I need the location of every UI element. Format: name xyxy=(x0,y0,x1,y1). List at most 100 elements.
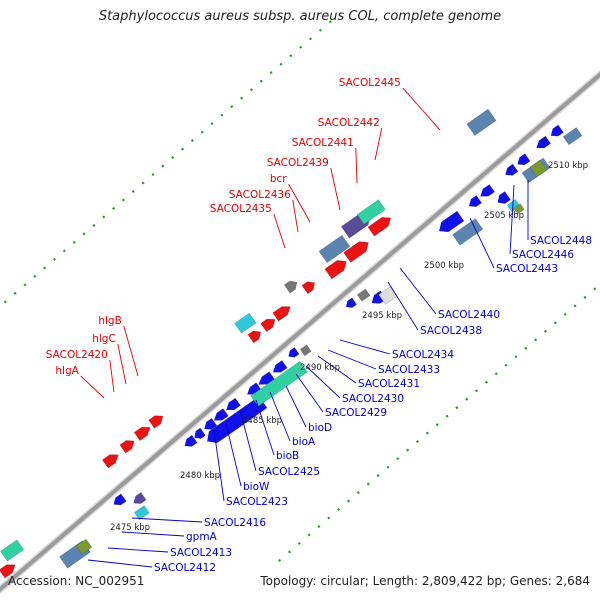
outer-forward-tick xyxy=(259,79,263,83)
outer-forward-tick xyxy=(92,223,96,227)
reverse-gene-label: bioW xyxy=(243,481,270,493)
reverse-leader-line xyxy=(387,281,419,331)
reverse-leader-line xyxy=(131,517,203,523)
reverse-gene-label: SACOL2448 xyxy=(530,235,592,247)
reverse-gene-label: SACOL2413 xyxy=(170,547,232,559)
reverse-gene xyxy=(194,427,206,439)
forward-gene xyxy=(119,440,135,454)
reverse-gene-label: SACOL2423 xyxy=(226,496,288,508)
reverse-leader-line xyxy=(269,391,291,442)
outer-tick-dots xyxy=(3,20,597,562)
forward-gene xyxy=(367,217,392,237)
outer-reverse-tick xyxy=(455,406,459,410)
reverse-gene-label: SACOL2443 xyxy=(496,263,558,275)
outer-reverse-tick xyxy=(425,431,429,435)
forward-gene xyxy=(318,234,351,264)
outer-forward-tick xyxy=(299,45,303,49)
genome-backbone xyxy=(0,69,600,595)
reverse-gene xyxy=(258,371,275,385)
reverse-gene xyxy=(438,210,465,233)
forward-gene xyxy=(0,564,16,579)
forward-gene-label: SACOL2441 xyxy=(292,137,354,149)
reverse-gene-label: SACOL2433 xyxy=(378,364,440,376)
reverse-gene xyxy=(225,397,241,411)
scale-label: 2510 kbp xyxy=(548,161,588,171)
outer-forward-tick xyxy=(141,181,145,185)
outer-forward-tick xyxy=(249,88,253,92)
forward-leader-line xyxy=(330,167,341,211)
forward-gene xyxy=(356,199,386,225)
scale-label: 2505 kbp xyxy=(484,211,524,221)
reverse-gene xyxy=(497,191,511,204)
reverse-leader-line xyxy=(121,531,185,537)
outer-reverse-tick xyxy=(494,372,498,376)
outer-reverse-tick xyxy=(386,465,390,469)
forward-gene-label: SACOL2436 xyxy=(229,189,291,201)
reverse-gene xyxy=(452,218,484,246)
reverse-gene-label: SACOL2440 xyxy=(438,309,500,321)
reverse-leader-line xyxy=(285,385,307,428)
scale-label: 2475 kbp xyxy=(110,523,150,533)
outer-reverse-tick xyxy=(475,389,479,393)
backbone-line xyxy=(0,71,600,593)
forward-gene xyxy=(466,108,497,136)
reverse-leader-line xyxy=(317,355,357,384)
reverse-gene xyxy=(536,135,551,149)
scale-label: 2500 kbp xyxy=(424,261,464,271)
reverse-gene xyxy=(550,124,564,137)
outer-reverse-tick xyxy=(317,524,321,529)
forward-gene-label: SACOL2445 xyxy=(339,77,401,89)
scale-label: 2485 kbp xyxy=(242,416,282,426)
forward-gene-label: hlgC xyxy=(92,333,116,345)
reverse-leader-line xyxy=(87,559,153,568)
outer-forward-tick xyxy=(279,62,283,66)
outer-forward-tick xyxy=(131,189,135,194)
forward-leader-line xyxy=(288,183,311,223)
reverse-gene xyxy=(184,434,198,447)
reverse-gene-label: bioD xyxy=(308,422,332,434)
forward-gene xyxy=(101,454,119,469)
reverse-leader-line xyxy=(239,409,257,472)
topology-summary: Topology: circular; Length: 2,809,422 bp… xyxy=(260,574,590,588)
forward-gene xyxy=(260,318,276,333)
reverse-gene xyxy=(356,288,371,302)
reverse-gene-label: bioB xyxy=(276,450,299,462)
reverse-gene xyxy=(529,159,548,178)
reverse-gene xyxy=(133,492,147,504)
reverse-leader-line xyxy=(255,399,275,456)
reverse-gene xyxy=(113,493,127,506)
forward-leader-line xyxy=(402,87,441,131)
outer-reverse-tick xyxy=(573,304,577,308)
outer-forward-tick xyxy=(121,198,125,202)
reverse-leader-line xyxy=(225,423,242,487)
forward-leader-line xyxy=(117,343,127,385)
gene-features xyxy=(0,108,583,579)
outer-reverse-tick xyxy=(307,533,311,537)
forward-gene-label: SACOL2442 xyxy=(318,117,380,129)
reverse-gene-label: SACOL2431 xyxy=(358,378,420,390)
outer-reverse-tick xyxy=(366,482,370,486)
forward-leader-line xyxy=(374,127,383,161)
forward-leader-line xyxy=(109,359,115,393)
outer-forward-tick xyxy=(23,283,27,287)
outer-reverse-tick xyxy=(504,363,508,367)
outer-forward-tick xyxy=(289,54,293,58)
gene-labels: SACOL2445SACOL2442SACOL2441SACOL2439bcrS… xyxy=(46,77,592,574)
outer-reverse-tick xyxy=(514,355,518,359)
outer-forward-tick xyxy=(269,71,273,75)
outer-reverse-tick xyxy=(396,457,400,461)
reverse-leader-line xyxy=(107,547,169,553)
reverse-gene xyxy=(345,297,358,308)
outer-forward-tick xyxy=(318,28,322,32)
outer-forward-tick xyxy=(210,122,214,126)
scale-label: 2480 kbp xyxy=(180,471,220,481)
reverse-leader-line xyxy=(305,365,341,399)
outer-forward-tick xyxy=(328,20,332,24)
outer-reverse-tick xyxy=(356,491,360,495)
forward-gene xyxy=(272,306,291,322)
outer-forward-tick xyxy=(171,156,175,160)
accession-text: Accession: NC_002951 xyxy=(8,574,145,588)
reverse-gene-label: SACOL2438 xyxy=(420,325,482,337)
outer-reverse-tick xyxy=(524,346,528,350)
forward-gene xyxy=(133,426,151,442)
